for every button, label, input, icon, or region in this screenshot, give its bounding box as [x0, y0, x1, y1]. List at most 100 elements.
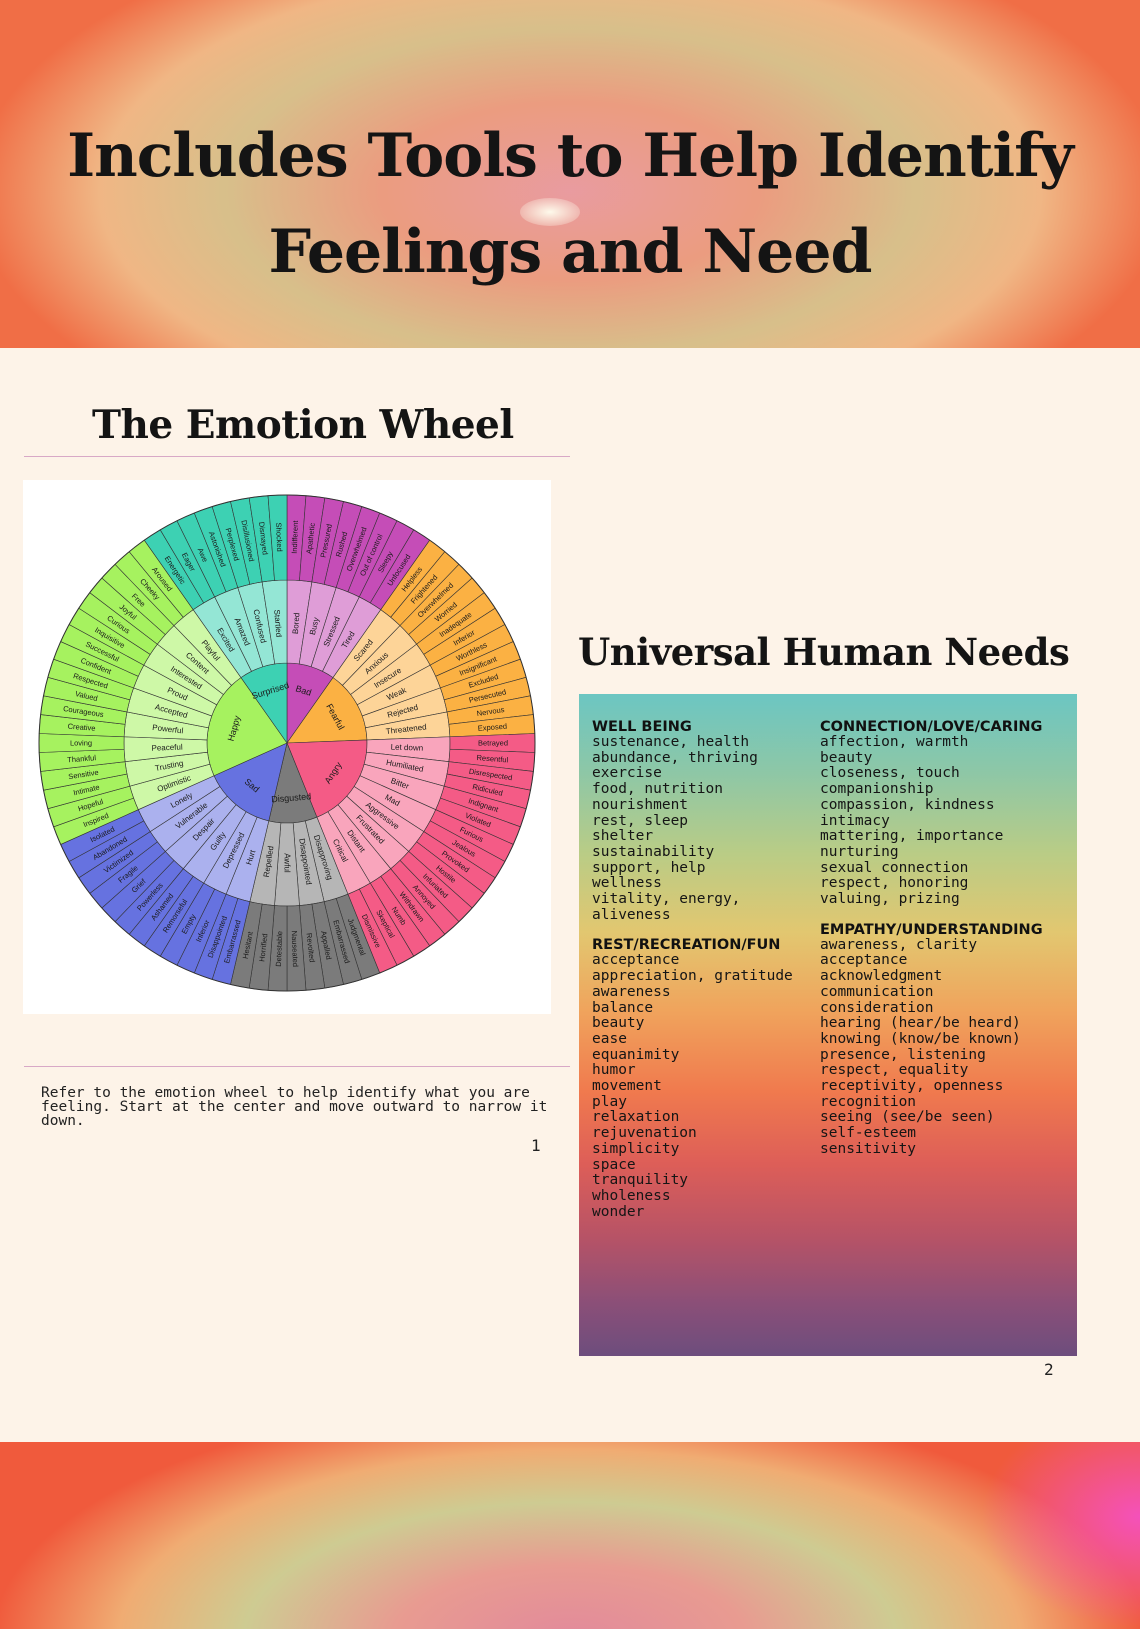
needs-heading: EMPATHY/UNDERSTANDING [820, 921, 1043, 938]
needs-item: receptivity, openness [820, 1078, 1004, 1095]
needs-item: acceptance [820, 952, 908, 969]
needs-item: rest, sleep [592, 812, 689, 829]
needs-item: affection, warmth [820, 734, 969, 750]
wheel-outer-label: Nervous [476, 705, 505, 718]
needs-item: respect, honoring [820, 875, 969, 892]
top-gradient-band [0, 0, 1140, 348]
needs-item: knowing (know/be known) [820, 1030, 1021, 1047]
wheel-outer-label: Thankful [67, 753, 97, 764]
needs-item: closeness, touch [820, 765, 960, 782]
needs-item: sustenance, health [592, 734, 750, 750]
wheel-middle-label: Startled [272, 609, 283, 637]
needs-item: appreciation, gratitude [592, 968, 793, 985]
needs-item: acknowledgment [820, 968, 943, 985]
needs-item: wholeness [592, 1187, 671, 1204]
needs-item: exercise [592, 765, 662, 782]
needs-item: intimacy [820, 812, 890, 829]
wheel-core-label: Bad [294, 683, 312, 697]
needs-heading: REST/RECREATION/FUN [592, 937, 781, 954]
needs-item: vitality, energy, [592, 891, 741, 908]
bottom-gradient-band [0, 1442, 1140, 1629]
needs-item: sensitivity [820, 1140, 917, 1157]
needs-item: compassion, kindness [820, 796, 995, 813]
needs-item: presence, listening [820, 1046, 986, 1063]
needs-item: seeing (see/be seen) [820, 1109, 995, 1126]
title-line-2: Feelings and Need [268, 217, 873, 287]
needs-item: simplicity [592, 1140, 680, 1157]
needs-item: companionship [820, 781, 934, 798]
wheel-outline [38, 494, 536, 992]
wheel-outer-label: Indifferent [290, 519, 300, 553]
wheel-middle-label: Bored [291, 612, 302, 634]
wheel-outer-label: Apathetic [304, 522, 317, 554]
wheel-core-label: Disgusted [271, 791, 312, 804]
emotion-wheel-caption: Refer to the emotion wheel to help ident… [41, 1085, 548, 1129]
wheel-outer-label: Creative [67, 722, 96, 733]
needs-item: respect, equality [820, 1062, 969, 1079]
needs-item: balance [592, 999, 654, 1016]
needs-item: valuing, prizing [820, 891, 960, 908]
needs-item: nurturing [820, 843, 899, 860]
divider-top [24, 456, 570, 457]
needs-heading: WELL BEING [592, 719, 692, 735]
divider-bottom [24, 1066, 570, 1067]
needs-title: Universal Human Needs [578, 630, 1070, 674]
needs-item: recognition [820, 1093, 917, 1110]
page-number-2: 2 [1044, 1360, 1054, 1379]
needs-item: wellness [592, 875, 662, 892]
needs-item: relaxation [592, 1109, 680, 1126]
needs-item: food, nutrition [592, 781, 723, 798]
page-title: Includes Tools to Help Identify Feelings… [0, 108, 1140, 300]
needs-item: rejuvenation [592, 1125, 697, 1142]
needs-item: consideration [820, 999, 934, 1016]
needs-item: ease [592, 1030, 627, 1047]
needs-item: space [592, 1156, 636, 1173]
needs-item: sustainability [592, 843, 715, 860]
needs-item: beauty [592, 1015, 645, 1032]
needs-item: sexual connection [820, 859, 969, 876]
needs-item: self-esteem [820, 1125, 917, 1142]
needs-item: play [592, 1093, 627, 1110]
wheel-outer-label: Betrayed [478, 739, 508, 748]
wheel-middle-label: Busy [308, 616, 321, 635]
needs-item: support, help [592, 859, 706, 876]
needs-item: communication [820, 983, 934, 1000]
needs-item: wonder [592, 1203, 645, 1220]
needs-item: humor [592, 1062, 636, 1079]
wheel-outer-label: Shocked [274, 522, 284, 552]
needs-item: aliveness [592, 906, 671, 923]
needs-item: awareness [592, 983, 671, 1000]
needs-item: awareness, clarity [820, 936, 978, 953]
wheel-outer-label: Exposed [478, 722, 508, 733]
wheel-outer-label: Nauseated [290, 931, 300, 968]
wheel-outer-label: Resentful [476, 753, 509, 764]
needs-item: tranquility [592, 1172, 689, 1189]
wheel-outer-label: Revolted [304, 932, 316, 962]
needs-item: shelter [592, 828, 654, 845]
wheel-outer-label: Dismayed [257, 521, 270, 555]
needs-block: EMPATHY/UNDERSTANDING awareness, clarity… [820, 922, 1043, 1158]
needs-item: nourishment [592, 796, 689, 813]
needs-item: hearing (hear/be heard) [820, 1015, 1021, 1032]
wheel-middle-label: Powerful [152, 723, 184, 736]
wheel-outer-label: Detestable [274, 931, 284, 967]
needs-right-column: CONNECTION/LOVE/CARING affection, warmth… [820, 719, 1043, 1172]
page-number-1: 1 [531, 1136, 541, 1155]
needs-item: equanimity [592, 1046, 680, 1063]
needs-item: mattering, importance [820, 828, 1004, 845]
needs-item: movement [592, 1078, 662, 1095]
wheel-outer-label: Loving [70, 739, 92, 748]
title-line-1: Includes Tools to Help Identify [67, 121, 1074, 191]
emotion-wheel-title: The Emotion Wheel [92, 402, 514, 448]
needs-item: abundance, thriving [592, 749, 758, 766]
needs-block: CONNECTION/LOVE/CARING affection, warmth… [820, 719, 1043, 908]
